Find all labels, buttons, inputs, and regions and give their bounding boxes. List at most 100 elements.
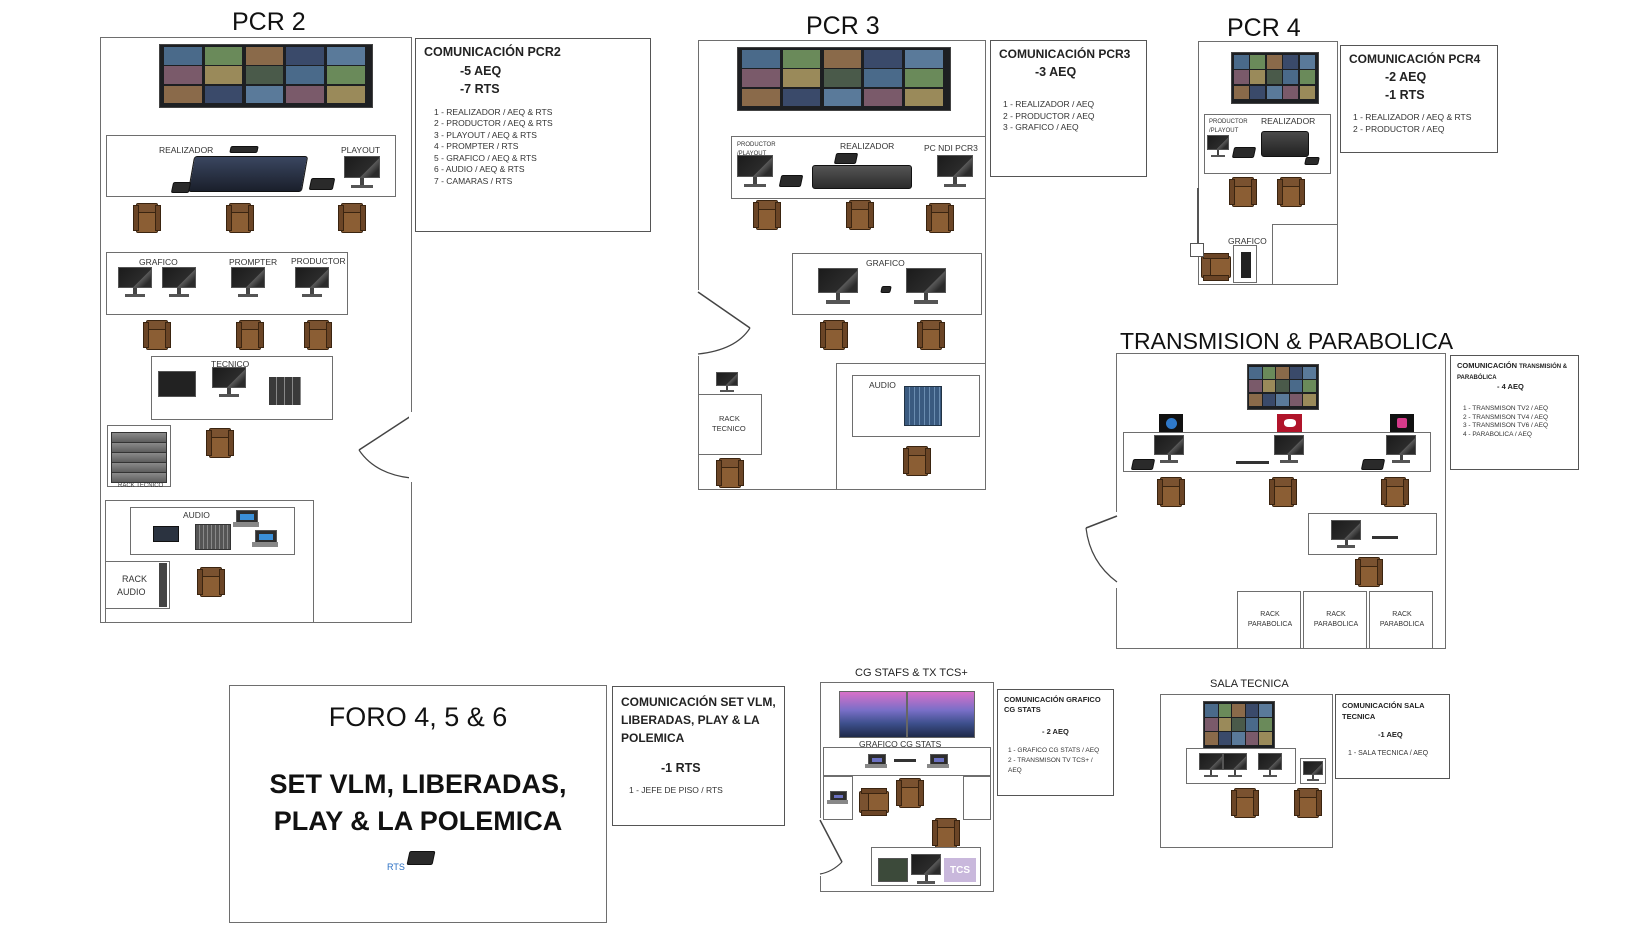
comm-item: 1 - REALIZADOR / AEQ & RTS	[434, 106, 553, 117]
pcr3-comm-qty: -3 AEQ	[1035, 65, 1077, 79]
sala-tecnica-desk	[1186, 748, 1296, 784]
video-wall-tile	[782, 50, 821, 68]
pcr4-label-realizador: REALIZADOR	[1261, 116, 1316, 126]
video-wall-tile	[327, 47, 365, 65]
monitor-icon	[1154, 435, 1184, 463]
pcr3-switcher-icon	[812, 165, 912, 189]
video-wall-tile	[286, 66, 324, 84]
foro-rts-label: RTS	[387, 862, 405, 872]
aeq-panel-icon	[1231, 147, 1257, 158]
chair-icon	[1381, 477, 1409, 507]
comm-item: 2 - PRODUCTOR / AEQ	[1003, 110, 1095, 121]
pcr3-title: PCR 3	[806, 12, 880, 40]
pcr4-comm-qty: -2 AEQ	[1385, 70, 1427, 84]
video-wall-tile	[1250, 85, 1266, 100]
video-wall-tile	[1262, 366, 1276, 379]
chair-icon	[932, 818, 960, 848]
video-wall-tile	[164, 47, 202, 65]
video-wall-tile	[286, 47, 324, 65]
video-wall-tile	[327, 66, 365, 84]
rack-parabolica-2: RACK PARABOLICA	[1303, 591, 1367, 649]
cg-display-icon	[839, 691, 907, 738]
cg-stats-side-desk-right	[963, 776, 991, 820]
cg-stats-comm-qty: - 2 AEQ	[1042, 727, 1069, 736]
video-wall-tile	[1245, 703, 1259, 717]
chair-icon	[716, 458, 744, 488]
chair-icon	[133, 203, 161, 233]
transmision-comm-heading: COMUNICACIÓN	[1457, 361, 1517, 370]
comm-item: 4 - PROMPTER / RTS	[434, 141, 519, 152]
video-wall-tile	[864, 50, 902, 68]
chair-icon	[903, 446, 931, 476]
transmision-title: TRANSMISION & PARABOLICA	[1120, 328, 1454, 354]
aeq-panel-icon	[778, 175, 804, 187]
comm-item: 7 - CAMARAS / RTS	[434, 175, 513, 186]
pcr3-comm-list: 1 - REALIZADOR / AEQ 2 - PRODUCTOR / AEQ…	[999, 99, 1138, 133]
pcr2-desk-grafico: GRAFICO PROMPTER PRODUCTOR	[106, 252, 348, 315]
video-wall-tile	[1259, 717, 1272, 731]
pcr2-rack-audio: RACK AUDIO	[105, 561, 170, 609]
sala-tecnica-side-desk	[1300, 758, 1326, 784]
aeq-rack-icon	[1236, 461, 1269, 464]
laptop-icon	[233, 510, 259, 527]
chair-icon	[143, 320, 171, 350]
video-wall-tile	[905, 69, 943, 87]
video-wall-tile	[905, 88, 943, 106]
aeq-panel-icon	[880, 286, 892, 293]
chair-icon	[753, 200, 781, 230]
video-wall-tile	[1232, 703, 1245, 717]
video-wall-tile	[1303, 366, 1316, 379]
pcr2-label-prompter: PROMPTER	[229, 257, 278, 267]
video-wall-tile	[1299, 55, 1315, 69]
monitor-icon	[911, 854, 941, 884]
chair-icon	[1269, 477, 1297, 507]
comm-item: 1 - SALA TECNICA / AEQ	[1348, 749, 1429, 757]
video-wall-tile	[327, 85, 365, 103]
transmision-door-icon	[1085, 512, 1120, 588]
video-wall-tile	[1283, 55, 1299, 69]
chair-icon	[304, 320, 332, 350]
pcr2-desk-audio: AUDIO	[130, 507, 295, 555]
video-wall-tile	[905, 50, 943, 68]
pcr3-desk-grafico: GRAFICO	[792, 253, 982, 315]
video-wall-tile	[1245, 717, 1259, 731]
comm-item: 1 - GRAFICO CG STATS / AEQ	[1008, 746, 1100, 754]
video-wall-tile	[1205, 732, 1218, 745]
pcr2-title: PCR 2	[232, 8, 306, 36]
video-wall-tile	[1276, 366, 1289, 379]
comm-item: 2 - PRODUCTOR / AEQ	[1353, 123, 1445, 134]
laptop-icon	[927, 754, 949, 768]
video-wall-tile	[1303, 393, 1316, 406]
pcr3-label-rack-1: RACK	[719, 414, 740, 423]
video-wall-tile	[1266, 70, 1282, 85]
sala-tecnica-communication-box: COMUNICACIÓN SALA TECNICA -1 AEQ 1 - SAL…	[1335, 694, 1450, 779]
video-wall-tile	[1205, 717, 1218, 731]
transmision-desk-main	[1123, 432, 1431, 472]
chair-icon	[226, 203, 254, 233]
video-wall-tile	[245, 85, 284, 103]
pcr3-label-rack-2: TECNICO	[712, 424, 746, 433]
video-wall-tile	[1303, 380, 1316, 393]
chair-icon	[206, 428, 234, 458]
video-wall-tile	[204, 47, 243, 65]
video-wall-tile	[1250, 70, 1266, 85]
cg-stats-door-icon	[818, 818, 843, 876]
playout-monitor-icon	[344, 156, 380, 188]
monitor-icon	[231, 267, 265, 297]
video-wall-tile	[1262, 380, 1276, 393]
video-wall-tile	[204, 85, 243, 103]
pcr3-label-productor-playout: PRODUCTOR /PLAYOUT	[737, 142, 776, 157]
sala-tecnica-comm-list: 1 - SALA TECNICA / AEQ	[1342, 749, 1443, 758]
chair-icon	[917, 320, 945, 350]
monitor-icon	[118, 267, 152, 297]
video-wall-tile	[823, 69, 862, 87]
pcr2-switcher-icon	[187, 156, 309, 192]
pcr4-switcher-icon	[1261, 131, 1309, 157]
video-wall-tile	[1232, 717, 1245, 731]
video-wall-tile	[1249, 366, 1262, 379]
video-wall-tile	[782, 88, 821, 106]
comm-item: 2 - TRANSMISON TV4 / AEQ	[1463, 413, 1549, 421]
video-wall-tile	[742, 50, 780, 68]
rack-parabolica-1: RACK PARABOLICA	[1237, 591, 1301, 649]
video-wall-tile	[864, 69, 902, 87]
